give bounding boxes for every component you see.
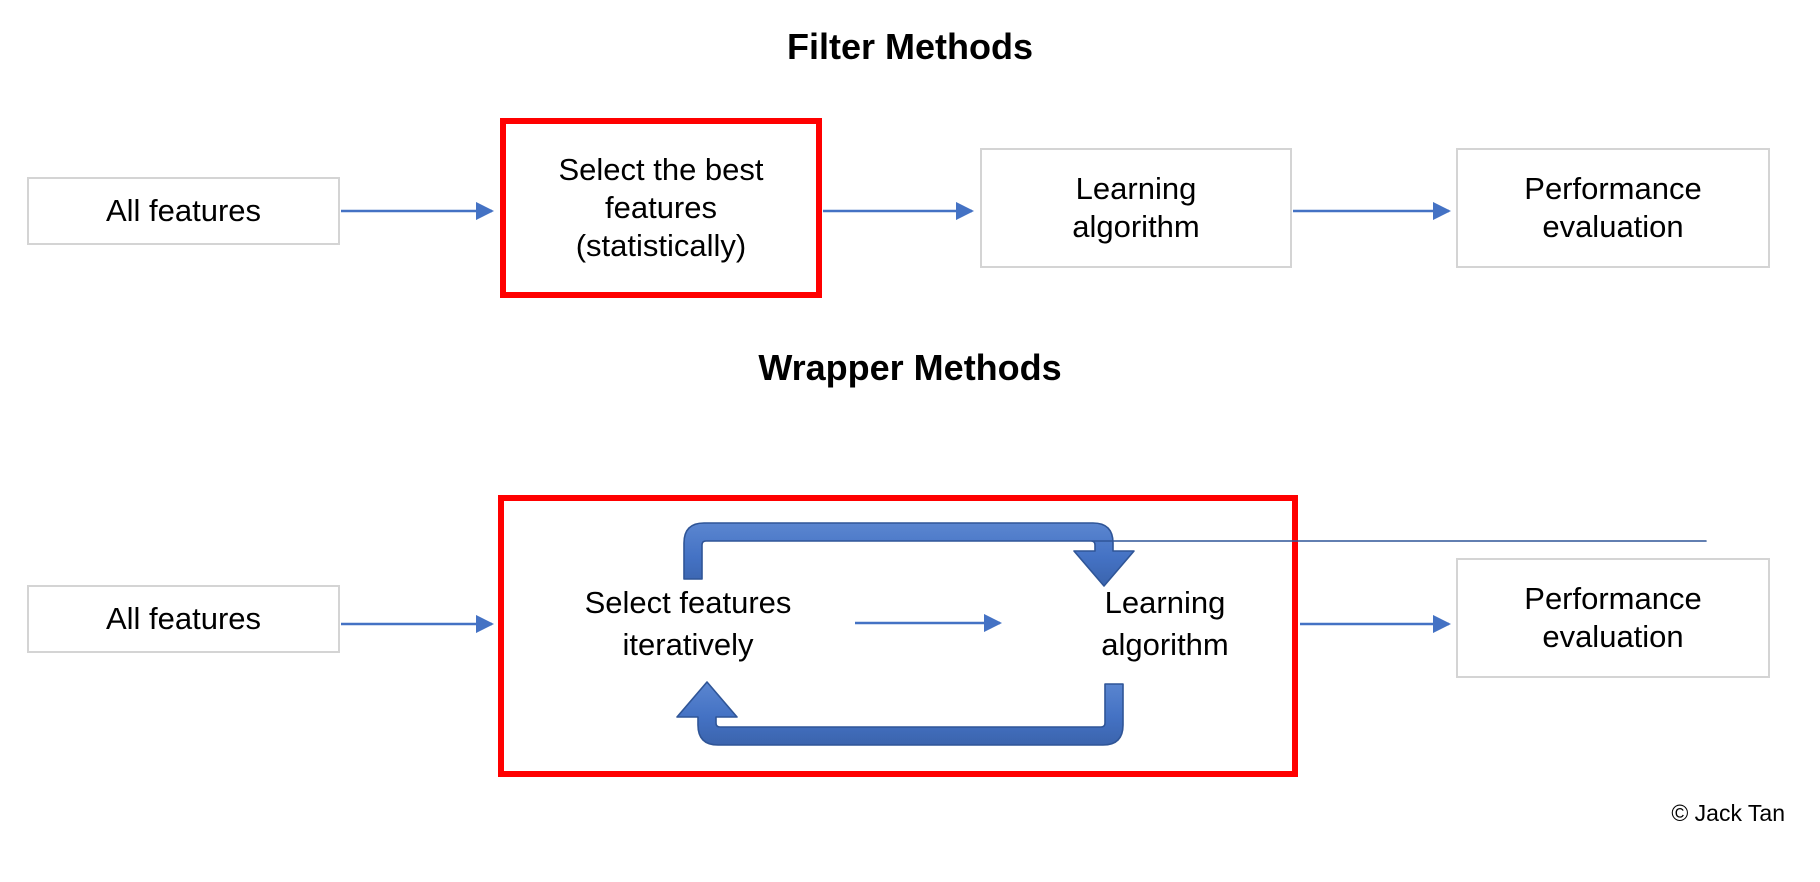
node-select-best-features[interactable]: Select the best features (statistically) (500, 118, 822, 298)
node-performance-evaluation-filter[interactable]: Performance evaluation (1456, 148, 1770, 268)
node-all-features-filter[interactable]: All features (27, 177, 340, 245)
node-learning-algorithm-filter[interactable]: Learning algorithm (980, 148, 1292, 268)
node-performance-evaluation-wrapper[interactable]: Performance evaluation (1456, 558, 1770, 678)
node-label: Learning algorithm (1072, 171, 1200, 244)
node-label: Performance evaluation (1524, 581, 1702, 654)
node-learning-algorithm-wrapper[interactable]: Learning algorithm (1101, 585, 1229, 662)
wrapper-methods-title: Wrapper Methods (758, 347, 1062, 388)
filter-methods-title: Filter Methods (786, 26, 1033, 67)
node-all-features-wrapper[interactable]: All features (27, 585, 340, 653)
node-label: All features (105, 601, 262, 637)
copyright-text: © Jack Tan (1671, 800, 1785, 826)
node-select-features-iteratively[interactable]: Select features iteratively (584, 585, 792, 662)
node-label: Performance evaluation (1524, 171, 1702, 244)
node-label: Select the best features (statistically) (558, 152, 764, 263)
node-label: All features (105, 193, 262, 229)
